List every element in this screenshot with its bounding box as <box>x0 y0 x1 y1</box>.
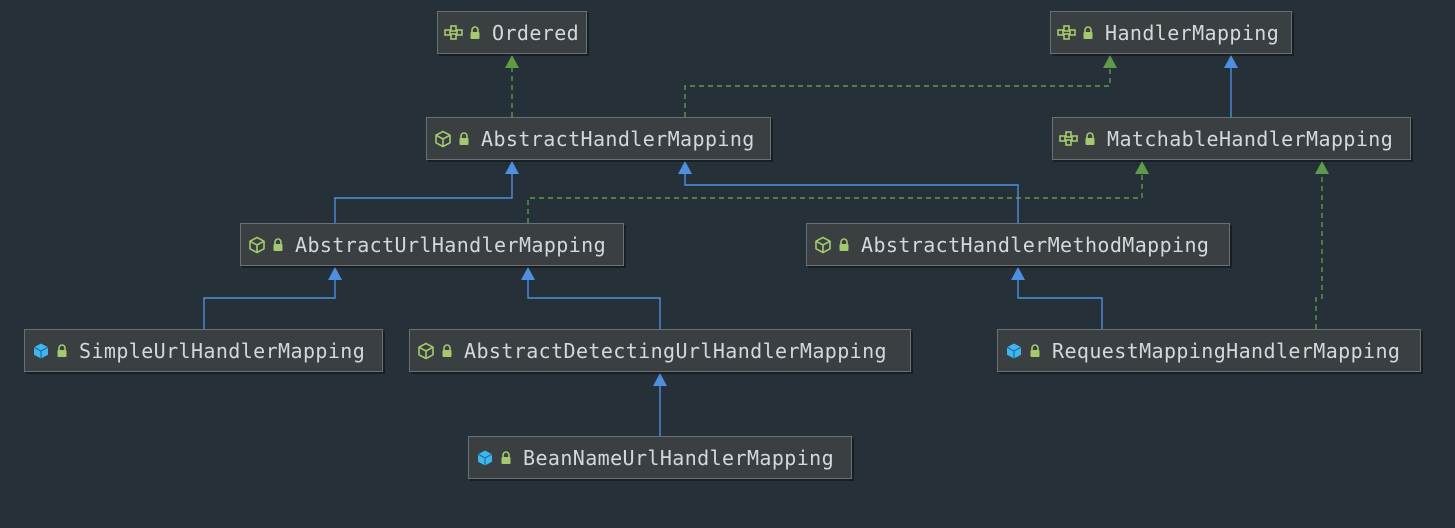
abstract-class-icon <box>416 341 436 361</box>
arrowhead <box>678 161 692 174</box>
arrowhead <box>1011 267 1025 280</box>
node-handler-mapping[interactable]: HandlerMapping <box>1050 11 1292 54</box>
interface-icon <box>1059 129 1079 149</box>
lock-icon <box>499 449 513 467</box>
node-ordered[interactable]: Ordered <box>437 11 587 54</box>
node-label: HandlerMapping <box>1105 20 1280 45</box>
lock-icon <box>55 342 69 360</box>
lock-icon <box>837 236 851 254</box>
abstract-class-icon <box>433 129 453 149</box>
edge-implements-abstract-handler-mapping-to-ordered <box>505 55 519 117</box>
arrowhead <box>505 161 519 174</box>
class-icon <box>31 341 51 361</box>
edge-implements-abstract-url-handler-mapping-to-matchable-handler-mapping <box>527 161 1149 223</box>
node-label: SimpleUrlHandlerMapping <box>79 338 366 363</box>
lock-icon <box>1083 130 1097 148</box>
arrowhead <box>521 267 535 280</box>
lock-icon <box>440 342 454 360</box>
interface-icon <box>444 23 464 43</box>
edge-extends-abstract-detecting-url-handler-mapping-to-abstract-url-handler-mapping <box>521 267 661 329</box>
node-label: RequestMappingHandlerMapping <box>1052 338 1401 363</box>
node-abstract-detecting-url-handler-mapping[interactable]: AbstractDetectingUrlHandlerMapping <box>409 329 911 372</box>
node-request-mapping-handler-mapping[interactable]: RequestMappingHandlerMapping <box>997 329 1421 372</box>
edge-extends-request-mapping-handler-mapping-to-abstract-handler-method-mapping <box>1011 267 1103 329</box>
node-label: AbstractHandlerMapping <box>481 126 755 151</box>
abstract-class-icon <box>813 235 833 255</box>
lock-icon <box>457 130 471 148</box>
edge-extends-bean-name-url-handler-mapping-to-abstract-detecting-url-handler-mapping <box>653 373 667 436</box>
arrowhead <box>1135 161 1149 174</box>
node-label: AbstractDetectingUrlHandlerMapping <box>464 338 887 363</box>
node-abstract-handler-method-mapping[interactable]: AbstractHandlerMethodMapping <box>806 223 1230 266</box>
arrowhead <box>653 373 667 386</box>
edge-extends-abstract-handler-method-mapping-to-abstract-handler-mapping <box>678 161 1019 223</box>
node-label: Ordered <box>492 20 580 45</box>
node-label: BeanNameUrlHandlerMapping <box>523 445 835 470</box>
arrowhead <box>328 267 342 280</box>
interface-icon <box>1057 23 1077 43</box>
lock-icon <box>1081 24 1095 42</box>
arrowhead <box>1224 55 1238 68</box>
node-simple-url-handler-mapping[interactable]: SimpleUrlHandlerMapping <box>24 329 383 372</box>
class-icon <box>475 448 495 468</box>
node-matchable-handler-mapping[interactable]: MatchableHandlerMapping <box>1052 117 1411 160</box>
arrowhead <box>1103 55 1117 68</box>
edge-extends-abstract-url-handler-mapping-to-abstract-handler-mapping <box>334 161 519 223</box>
edge-extends-matchable-handler-mapping-to-handler-mapping <box>1224 55 1238 117</box>
arrowhead <box>1315 161 1329 174</box>
abstract-class-icon <box>247 235 267 255</box>
edge-implements-request-mapping-handler-mapping-to-matchable-handler-mapping <box>1315 161 1329 329</box>
arrowhead <box>505 55 519 68</box>
node-bean-name-url-handler-mapping[interactable]: BeanNameUrlHandlerMapping <box>468 436 852 479</box>
class-icon <box>1004 341 1024 361</box>
node-label: AbstractUrlHandlerMapping <box>295 232 607 257</box>
edge-extends-simple-url-handler-mapping-to-abstract-url-handler-mapping <box>203 267 342 329</box>
node-label: MatchableHandlerMapping <box>1107 126 1394 151</box>
node-abstract-url-handler-mapping[interactable]: AbstractUrlHandlerMapping <box>240 223 624 266</box>
lock-icon <box>1028 342 1042 360</box>
edge-implements-abstract-handler-mapping-to-handler-mapping <box>684 55 1117 117</box>
node-abstract-handler-mapping[interactable]: AbstractHandlerMapping <box>426 117 771 160</box>
lock-icon <box>468 24 482 42</box>
node-label: AbstractHandlerMethodMapping <box>861 232 1210 257</box>
lock-icon <box>271 236 285 254</box>
